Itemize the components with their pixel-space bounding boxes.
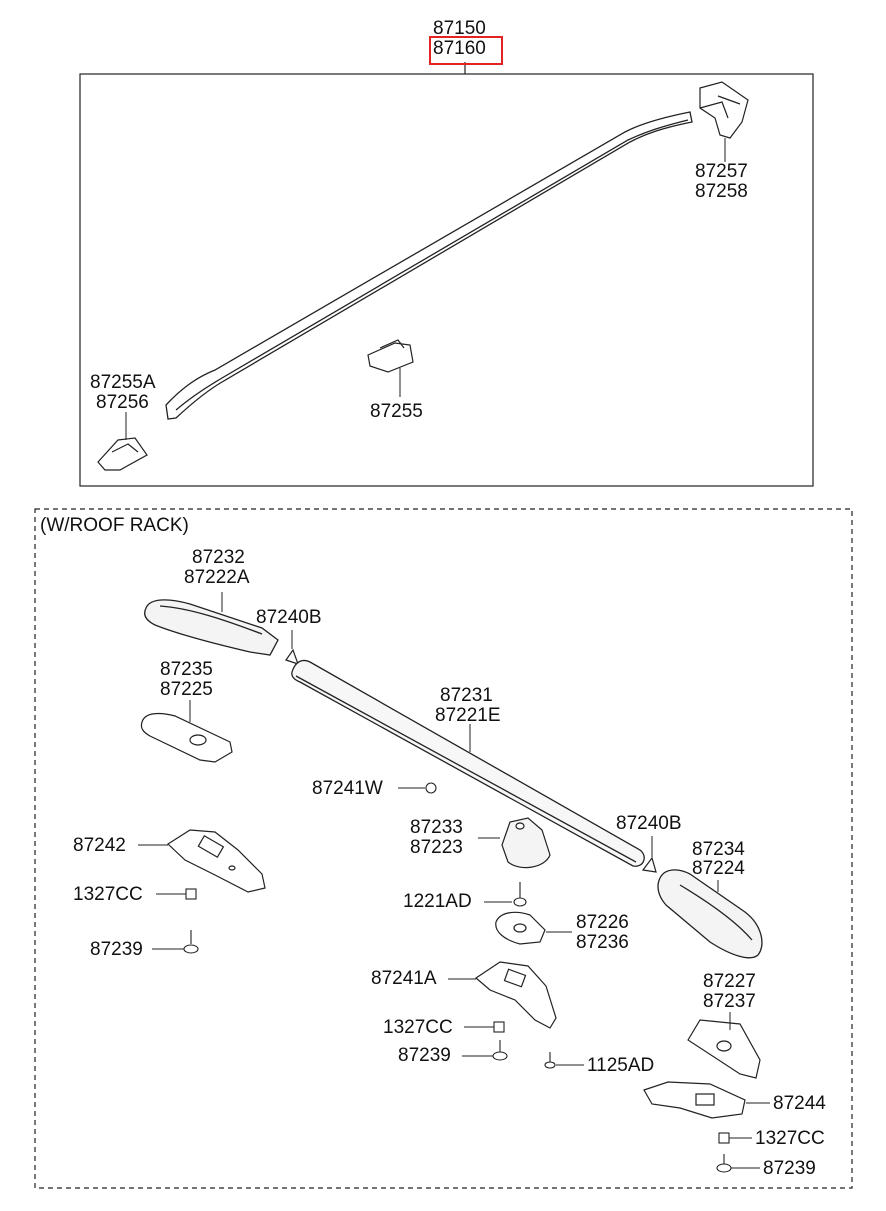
pad-front-part <box>140 712 233 763</box>
label-87234[interactable]: 87234 <box>692 839 745 860</box>
front-rack-cap-part <box>144 599 279 656</box>
label-87241A[interactable]: 87241A <box>371 968 437 989</box>
label-87257[interactable]: 87257 <box>695 161 748 182</box>
end-cap-part <box>699 81 749 139</box>
label-87225[interactable]: 87225 <box>160 679 213 700</box>
label-1327CC-a[interactable]: 1327CC <box>73 884 143 905</box>
label-87237[interactable]: 87237 <box>703 991 756 1012</box>
label-87258[interactable]: 87258 <box>695 181 748 202</box>
bolt-87239-b-part <box>492 1040 508 1061</box>
nut-1327CC-a-part <box>185 888 197 900</box>
roof-molding-part <box>165 111 693 420</box>
label-1221AD[interactable]: 1221AD <box>403 891 472 912</box>
highlight-87160 <box>429 36 503 65</box>
mid-support-part <box>501 817 551 869</box>
label-1327CC-b[interactable]: 1327CC <box>383 1017 453 1038</box>
label-87226[interactable]: 87226 <box>576 912 629 933</box>
label-87233[interactable]: 87233 <box>410 817 463 838</box>
label-1125AD[interactable]: 1125AD <box>587 1055 655 1076</box>
label-87150: 87150 <box>433 18 486 39</box>
label-1327CC-c[interactable]: 1327CC <box>755 1128 825 1149</box>
section-title: (W/ROOF RACK) <box>40 515 189 536</box>
label-87240B-b[interactable]: 87240B <box>616 813 682 834</box>
label-87255A[interactable]: 87255A <box>90 372 156 393</box>
label-87239-c[interactable]: 87239 <box>763 1158 816 1179</box>
label-87232[interactable]: 87232 <box>192 547 245 568</box>
label-87223[interactable]: 87223 <box>410 837 463 858</box>
top-assembly-frame <box>79 73 814 487</box>
bracket-87244-part <box>643 1081 746 1119</box>
label-87239-b[interactable]: 87239 <box>398 1045 451 1066</box>
roof-rack-frame <box>34 508 853 1189</box>
label-87236[interactable]: 87236 <box>576 932 629 953</box>
screw-1125AD-part <box>544 1052 556 1069</box>
label-87241W[interactable]: 87241W <box>312 778 383 799</box>
bracket-87241A-part <box>475 961 557 1029</box>
label-87221E[interactable]: 87221E <box>435 705 501 726</box>
label-87242[interactable]: 87242 <box>73 835 126 856</box>
label-87244[interactable]: 87244 <box>773 1093 826 1114</box>
label-87227[interactable]: 87227 <box>703 971 756 992</box>
label-87224[interactable]: 87224 <box>692 858 745 879</box>
nut-1327CC-c-part <box>718 1132 730 1144</box>
clip-87255A-part <box>97 437 148 471</box>
label-87239-a[interactable]: 87239 <box>90 939 143 960</box>
label-87240B-a[interactable]: 87240B <box>256 607 322 628</box>
screw-1221AD-part <box>513 882 527 907</box>
pad-rear-part <box>687 1019 761 1079</box>
rear-rack-cap-part <box>657 869 763 959</box>
label-87255[interactable]: 87255 <box>370 401 423 422</box>
label-87231[interactable]: 87231 <box>440 685 493 706</box>
bolt-87239-a-part <box>183 930 199 954</box>
bolt-87239-c-part <box>716 1154 732 1173</box>
spacer-left-part <box>285 648 299 665</box>
nut-1327CC-b-part <box>493 1021 505 1033</box>
bracket-87242-part <box>167 829 266 893</box>
label-87160[interactable]: 87160 <box>433 38 486 59</box>
label-87256[interactable]: 87256 <box>96 392 149 413</box>
spacer-right-part <box>641 856 657 873</box>
nut-87241W-part <box>425 782 437 794</box>
rack-rail-part <box>291 659 645 867</box>
label-87222A[interactable]: 87222A <box>184 567 250 588</box>
pad-mid-part <box>495 911 546 945</box>
clip-87255-part <box>367 339 414 373</box>
label-87235[interactable]: 87235 <box>160 659 213 680</box>
